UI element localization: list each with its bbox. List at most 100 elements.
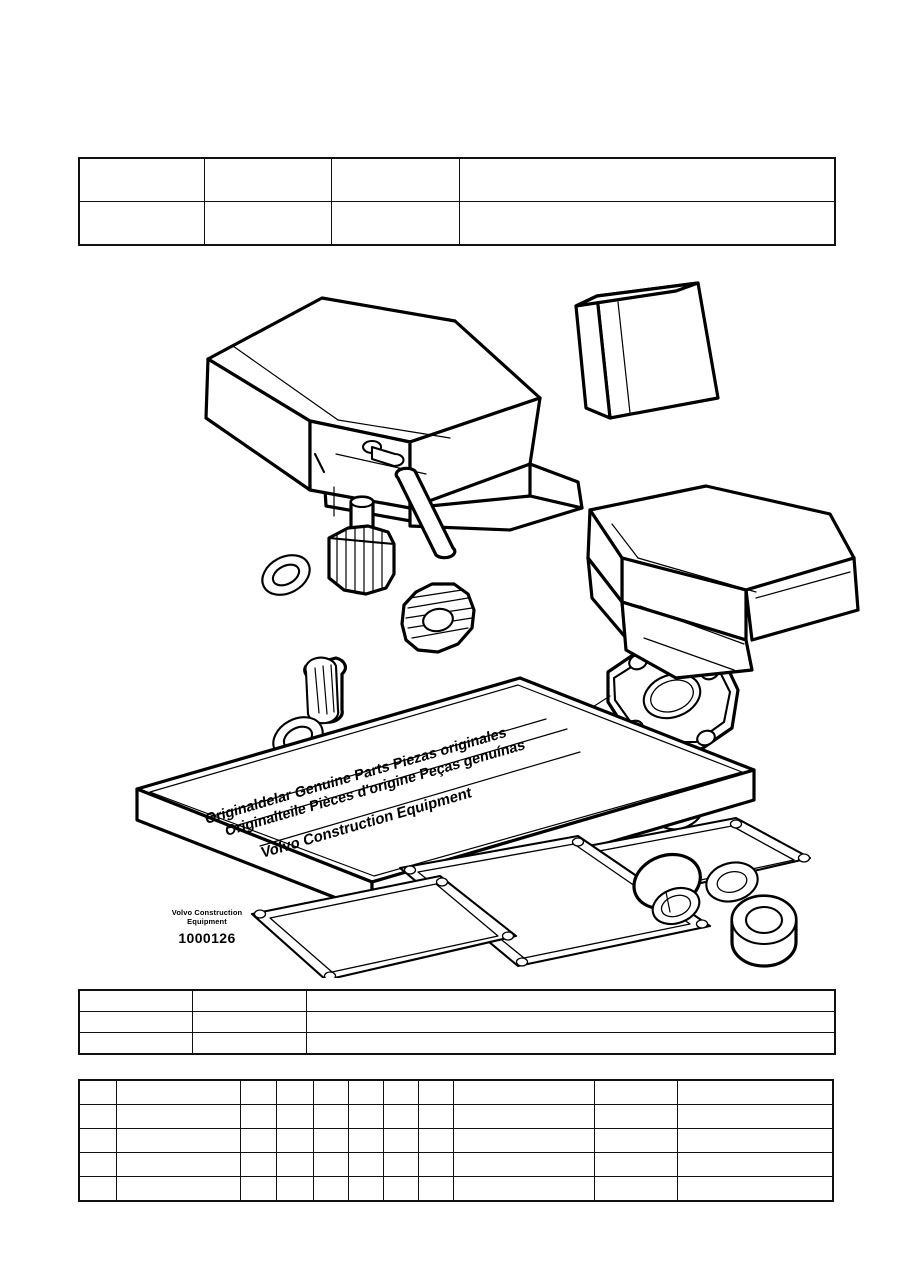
header-cell-r0c3[interactable] [458, 157, 836, 202]
parts-cell-r3c3[interactable] [276, 1152, 315, 1177]
parts-cell-r0c0[interactable] [78, 1079, 118, 1105]
table-row [78, 1079, 834, 1105]
parts-cell-r4c0[interactable] [78, 1176, 118, 1202]
parts-cell-r1c1[interactable] [116, 1104, 241, 1129]
parts-cell-r0c4[interactable] [313, 1079, 349, 1105]
parts-cell-r2c2[interactable] [239, 1128, 278, 1153]
header-cell-r0c1[interactable] [203, 157, 332, 202]
parts-cell-r1c0[interactable] [78, 1104, 118, 1129]
parts-cell-r0c2[interactable] [239, 1079, 278, 1105]
parts-cell-r1c5[interactable] [347, 1104, 385, 1129]
brand-line-1: Volvo Construction [171, 908, 243, 917]
parts-cell-r3c5[interactable] [347, 1152, 385, 1177]
parts-cell-r4c4[interactable] [313, 1176, 349, 1202]
parts-cell-r2c9[interactable] [593, 1128, 679, 1153]
parts-cell-r3c7[interactable] [417, 1152, 455, 1177]
header-cell-r1c3[interactable] [458, 201, 836, 246]
parts-cell-r4c7[interactable] [417, 1176, 455, 1202]
open-carton-lower [586, 484, 860, 680]
header-cell-r1c0[interactable] [78, 201, 205, 246]
parts-cell-r1c9[interactable] [593, 1104, 679, 1129]
parts-cell-r2c10[interactable] [677, 1128, 834, 1153]
parts-cell-r3c8[interactable] [453, 1152, 595, 1177]
middle-cell-r2c0[interactable] [78, 1032, 193, 1055]
parts-cell-r0c8[interactable] [453, 1079, 595, 1105]
middle-cell-r1c0[interactable] [78, 1011, 193, 1033]
parts-cell-r1c10[interactable] [677, 1104, 834, 1129]
parts-cell-r0c5[interactable] [347, 1079, 385, 1105]
parts-cell-r4c1[interactable] [116, 1176, 241, 1202]
parts-cell-r3c10[interactable] [677, 1152, 834, 1177]
figure-caption-block: Volvo Construction Equipment 1000126 [132, 908, 282, 946]
oil-seal-a [632, 852, 702, 926]
roller-bushing [303, 656, 347, 725]
table-row [78, 1104, 834, 1129]
header-table [78, 157, 836, 246]
parts-cell-r1c4[interactable] [313, 1104, 349, 1129]
parts-cell-r4c9[interactable] [593, 1176, 679, 1202]
middle-cell-r0c1[interactable] [191, 989, 307, 1012]
parts-cell-r2c0[interactable] [78, 1128, 118, 1153]
parts-cell-r2c8[interactable] [453, 1128, 595, 1153]
brand-line-2: Equipment [187, 917, 227, 927]
parts-cell-r3c2[interactable] [239, 1152, 278, 1177]
parts-cell-r0c1[interactable] [116, 1079, 241, 1105]
table-row [78, 201, 836, 246]
parts-cell-r3c9[interactable] [593, 1152, 679, 1177]
table-row [78, 1176, 834, 1202]
parts-cell-r4c3[interactable] [276, 1176, 315, 1202]
parts-cell-r3c1[interactable] [116, 1152, 241, 1177]
parts-cell-r4c6[interactable] [383, 1176, 419, 1202]
washer-1 [261, 554, 311, 596]
header-cell-r0c0[interactable] [78, 157, 205, 202]
parts-cell-r1c6[interactable] [383, 1104, 419, 1129]
parts-cell-r0c6[interactable] [383, 1079, 419, 1105]
middle-cell-r1c2[interactable] [305, 1011, 836, 1033]
header-table-body [78, 157, 836, 246]
parts-cell-r1c3[interactable] [276, 1104, 315, 1129]
table-row [78, 1032, 836, 1055]
parts-cell-r0c10[interactable] [677, 1079, 834, 1105]
figure-number: 1000126 [178, 929, 236, 946]
parts-cell-r0c7[interactable] [417, 1079, 455, 1105]
middle-cell-r0c0[interactable] [78, 989, 193, 1012]
parts-cell-r1c8[interactable] [453, 1104, 595, 1129]
parts-cell-r0c9[interactable] [593, 1079, 679, 1105]
gear-upper [327, 524, 396, 596]
parts-cell-r0c3[interactable] [276, 1079, 315, 1105]
middle-table-body [78, 989, 836, 1055]
parts-cell-r1c7[interactable] [417, 1104, 455, 1129]
exploded-parts-kit-illustration: .ln { fill:none; stroke:#000; stroke-wid… [110, 258, 870, 978]
parts-cell-r4c5[interactable] [347, 1176, 385, 1202]
header-cell-r1c1[interactable] [203, 201, 332, 246]
table-row [78, 989, 836, 1012]
gasket-b [398, 834, 712, 968]
header-cell-r0c2[interactable] [330, 157, 460, 202]
middle-cell-r0c2[interactable] [305, 989, 836, 1012]
parts-cell-r2c7[interactable] [417, 1128, 455, 1153]
header-cell-r1c2[interactable] [330, 201, 460, 246]
parts-cell-r3c4[interactable] [313, 1152, 349, 1177]
parts-cell-r3c6[interactable] [383, 1152, 419, 1177]
middle-table [78, 989, 836, 1055]
parts-table [78, 1079, 834, 1202]
parts-cell-r4c10[interactable] [677, 1176, 834, 1202]
gasket-a [250, 874, 518, 978]
table-row [78, 1152, 834, 1177]
middle-cell-r1c1[interactable] [191, 1011, 307, 1033]
oil-seal-b [730, 894, 798, 968]
parts-cell-r2c1[interactable] [116, 1128, 241, 1153]
parts-cell-r2c5[interactable] [347, 1128, 385, 1153]
parts-cell-r4c2[interactable] [239, 1176, 278, 1202]
parts-cell-r2c4[interactable] [313, 1128, 349, 1153]
parts-cell-r4c8[interactable] [453, 1176, 595, 1202]
parts-cell-r2c3[interactable] [276, 1128, 315, 1153]
parts-table-body [78, 1079, 834, 1202]
middle-cell-r2c1[interactable] [191, 1032, 307, 1055]
parts-cell-r3c0[interactable] [78, 1152, 118, 1177]
parts-cell-r2c6[interactable] [383, 1128, 419, 1153]
middle-cell-r2c2[interactable] [305, 1032, 836, 1055]
parts-cell-r1c2[interactable] [239, 1104, 278, 1129]
open-carton-upper [204, 296, 584, 532]
